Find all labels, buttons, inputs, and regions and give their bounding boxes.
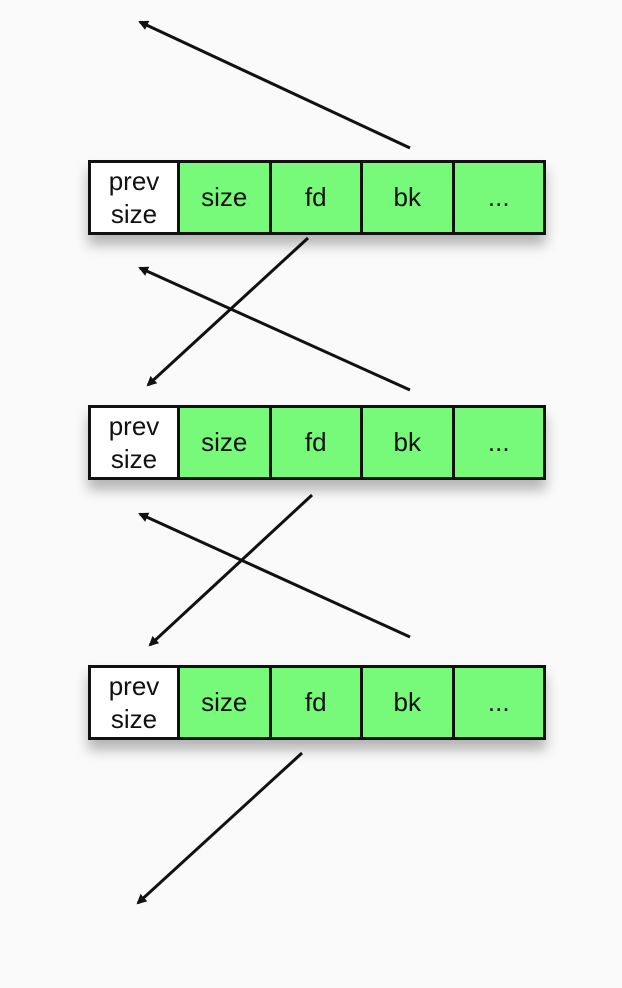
- bk-field: bk: [363, 668, 452, 737]
- prev-size-label-line1: prev: [108, 165, 160, 196]
- prev-size-field: prev size: [91, 408, 177, 477]
- prev-size-label-line2: size: [110, 198, 158, 229]
- prev-size-label-line1: prev: [108, 670, 160, 701]
- bk-pointer-arrow-3: [138, 266, 411, 392]
- bk-field: bk: [363, 163, 452, 232]
- size-field: size: [180, 668, 269, 737]
- bk-pointer-arrow-5: [138, 512, 411, 639]
- prev-size-label-line2: size: [110, 703, 158, 734]
- size-field: size: [180, 163, 269, 232]
- fd-pointer-arrow-6: [136, 751, 304, 905]
- chunk-2: prev size size fd bk ...: [88, 405, 546, 480]
- prev-size-label-line1: prev: [108, 410, 160, 441]
- fd-field: fd: [271, 408, 360, 477]
- fd-pointer-arrow-2: [146, 236, 310, 387]
- chunk-1: prev size size fd bk ...: [88, 160, 546, 235]
- chunk-3: prev size size fd bk ...: [88, 665, 546, 740]
- prev-size-label-line2: size: [110, 443, 158, 474]
- more-fields: ...: [454, 408, 543, 477]
- more-fields: ...: [454, 668, 543, 737]
- arrows: [136, 20, 411, 905]
- bk-field: bk: [363, 408, 452, 477]
- fd-field: fd: [271, 163, 360, 232]
- prev-size-field: prev size: [91, 163, 177, 232]
- size-field: size: [180, 408, 269, 477]
- prev-size-field: prev size: [91, 668, 177, 737]
- more-fields: ...: [454, 163, 543, 232]
- bk-pointer-arrow-1: [138, 20, 411, 150]
- fd-field: fd: [271, 668, 360, 737]
- fd-pointer-arrow-4: [148, 493, 314, 647]
